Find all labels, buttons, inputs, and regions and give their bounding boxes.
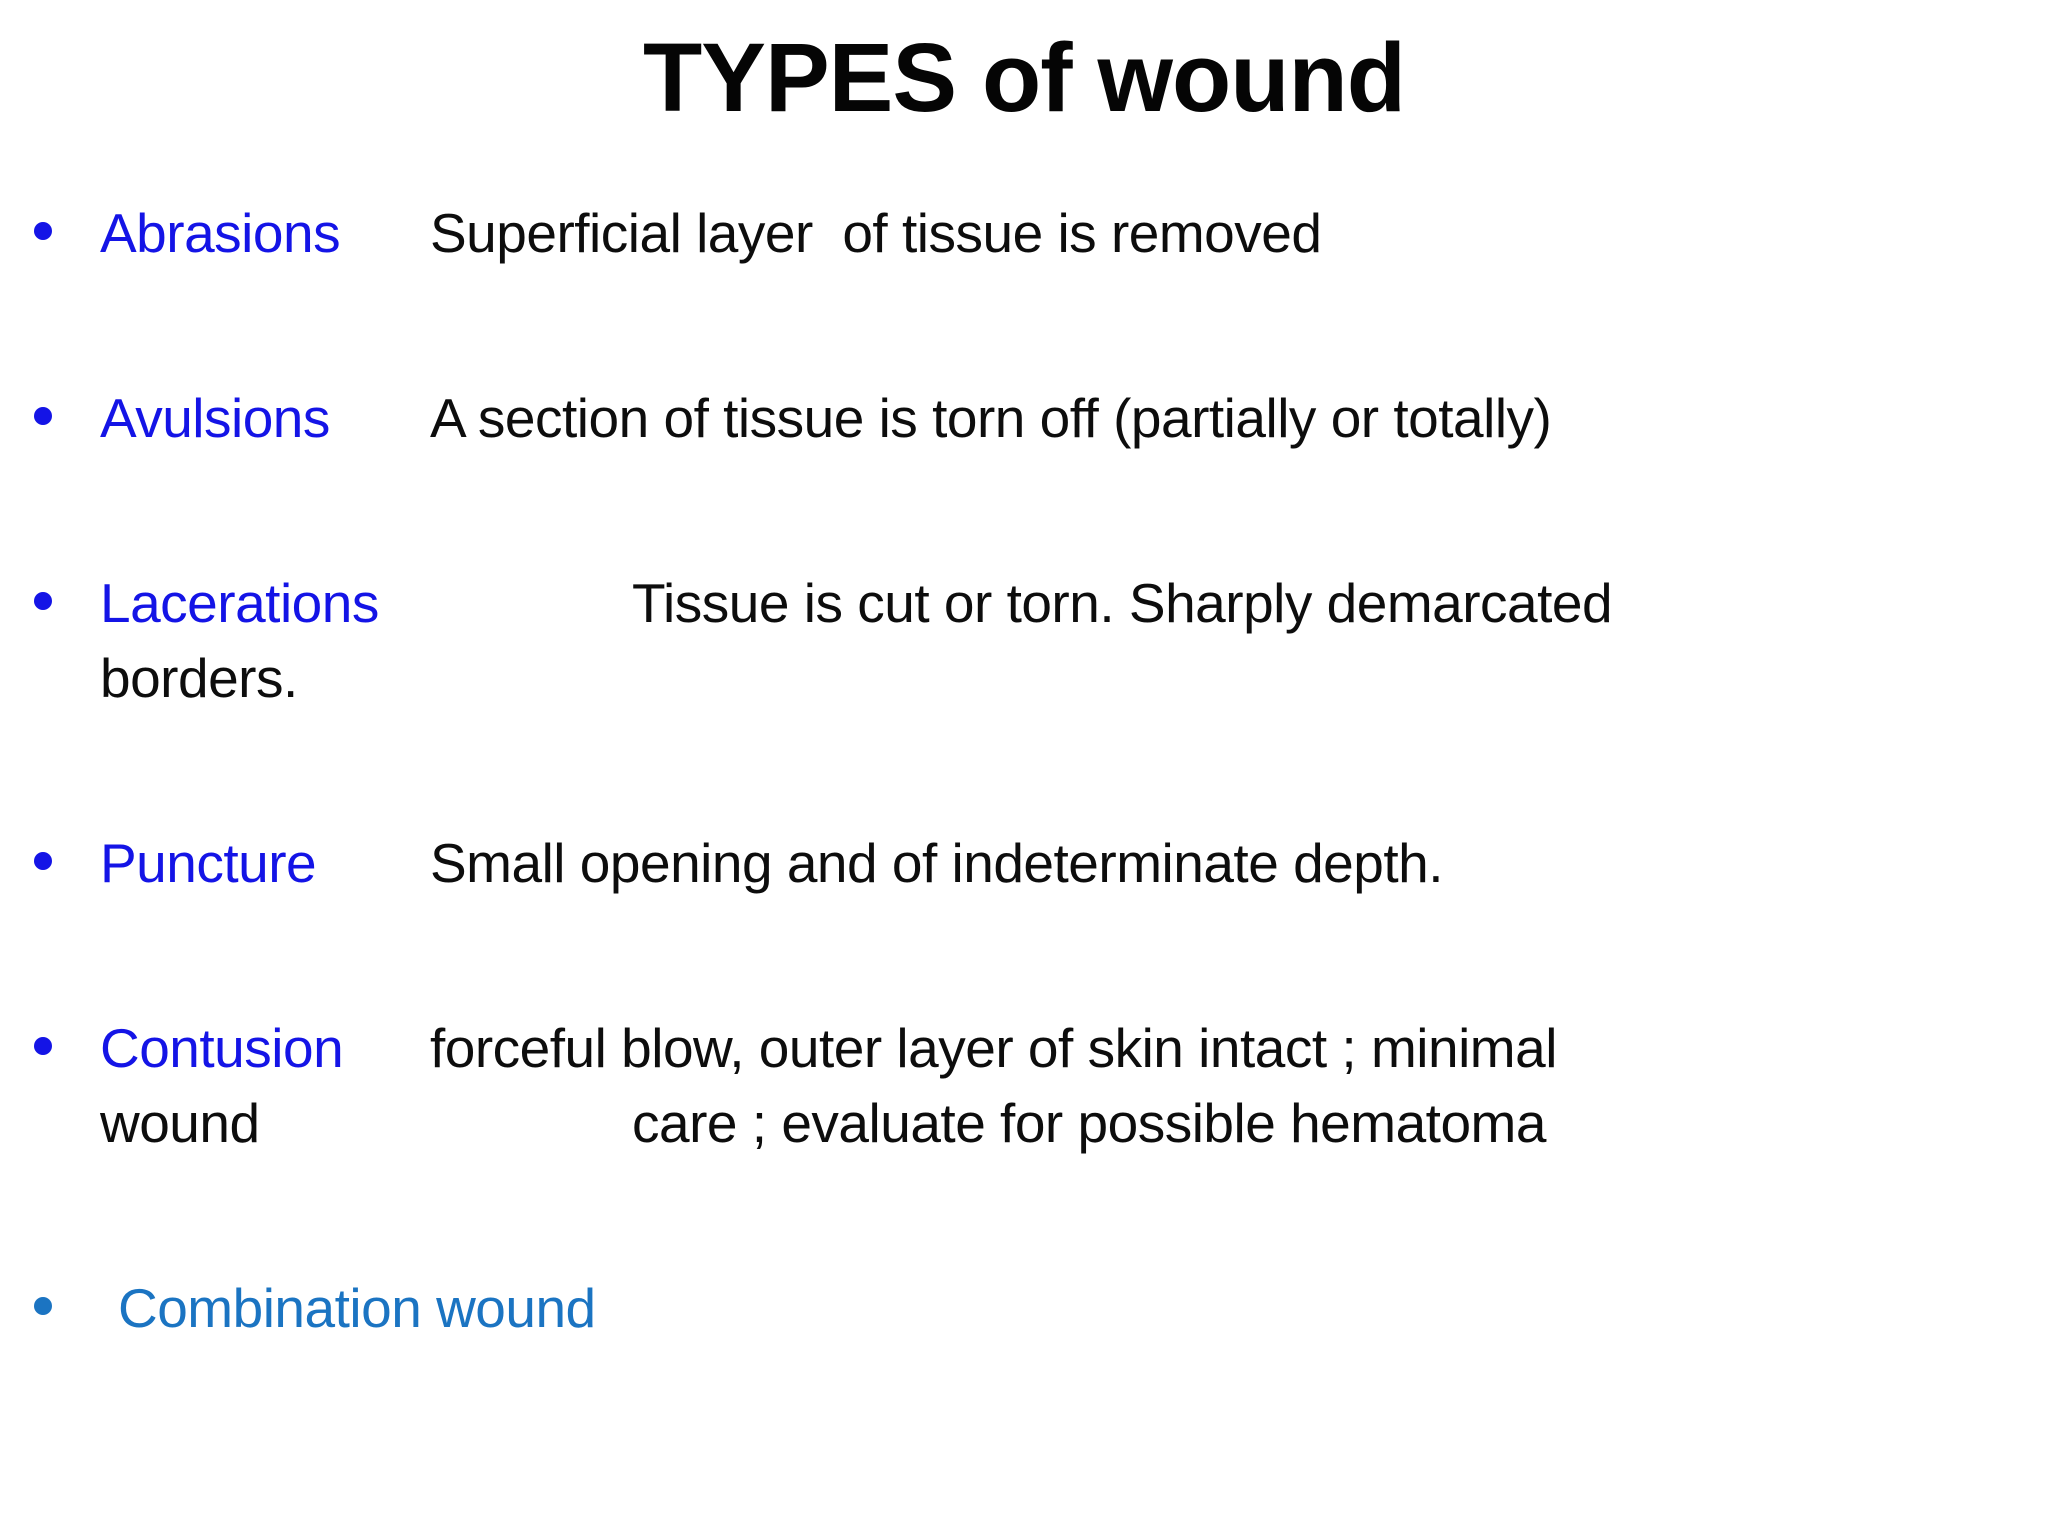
wound-description-cont: care ; evaluate for possible hematoma (632, 1092, 1546, 1154)
wound-description: Small opening and of indeterminate depth… (430, 832, 1443, 894)
wound-term: Abrasions (100, 202, 341, 264)
item-line: Puncture Small opening and of indetermina… (100, 826, 2048, 901)
wound-term: Avulsions (100, 387, 330, 449)
item-line-2: wound care ; evaluate for possible hemato… (100, 1086, 2048, 1161)
page-title: TYPES of wound (643, 23, 1406, 132)
list-item-abrasions: Abrasions Superficial layer of tissue is … (0, 196, 2048, 271)
list-item-combination-wound: Combination wound (0, 1271, 2048, 1346)
bullet-icon (34, 407, 52, 425)
list-item-contusion: Contusion forceful blow, outer layer of s… (0, 1011, 2048, 1161)
wound-type-list: Abrasions Superficial layer of tissue is … (0, 196, 2048, 1346)
wound-description: A section of tissue is torn off (partial… (430, 387, 1552, 449)
list-item-avulsions: Avulsions A section of tissue is torn off… (0, 381, 2048, 456)
wound-description: Superficial layer of tissue is removed (430, 202, 1322, 264)
wound-term: Contusion (100, 1017, 344, 1079)
item-line: Lacerations Tissue is cut or torn. Sharpl… (100, 566, 2048, 641)
wound-description-cont: borders. (100, 647, 298, 709)
bullet-icon (34, 592, 52, 610)
wound-description: Tissue is cut or torn. Sharply demarcate… (632, 572, 1613, 634)
item-line: Abrasions Superficial layer of tissue is … (100, 196, 2048, 271)
bullet-icon (34, 1297, 52, 1315)
item-line-2: borders. (100, 641, 2048, 716)
list-item-puncture: Puncture Small opening and of indetermina… (0, 826, 2048, 901)
item-line: Avulsions A section of tissue is torn off… (100, 381, 2048, 456)
item-line: Contusion forceful blow, outer layer of s… (100, 1011, 2048, 1086)
item-line: Combination wound (118, 1271, 2048, 1346)
wound-term: Lacerations (100, 572, 379, 634)
bullet-icon (34, 852, 52, 870)
wound-description: forceful blow, outer layer of skin intac… (430, 1017, 1557, 1079)
wound-term-cont: wound (100, 1092, 260, 1154)
wound-term: Puncture (100, 832, 317, 894)
list-item-lacerations: Lacerations Tissue is cut or torn. Sharpl… (0, 566, 2048, 716)
bullet-icon (34, 222, 52, 240)
bullet-icon (34, 1037, 52, 1055)
wound-term: Combination wound (118, 1277, 596, 1339)
